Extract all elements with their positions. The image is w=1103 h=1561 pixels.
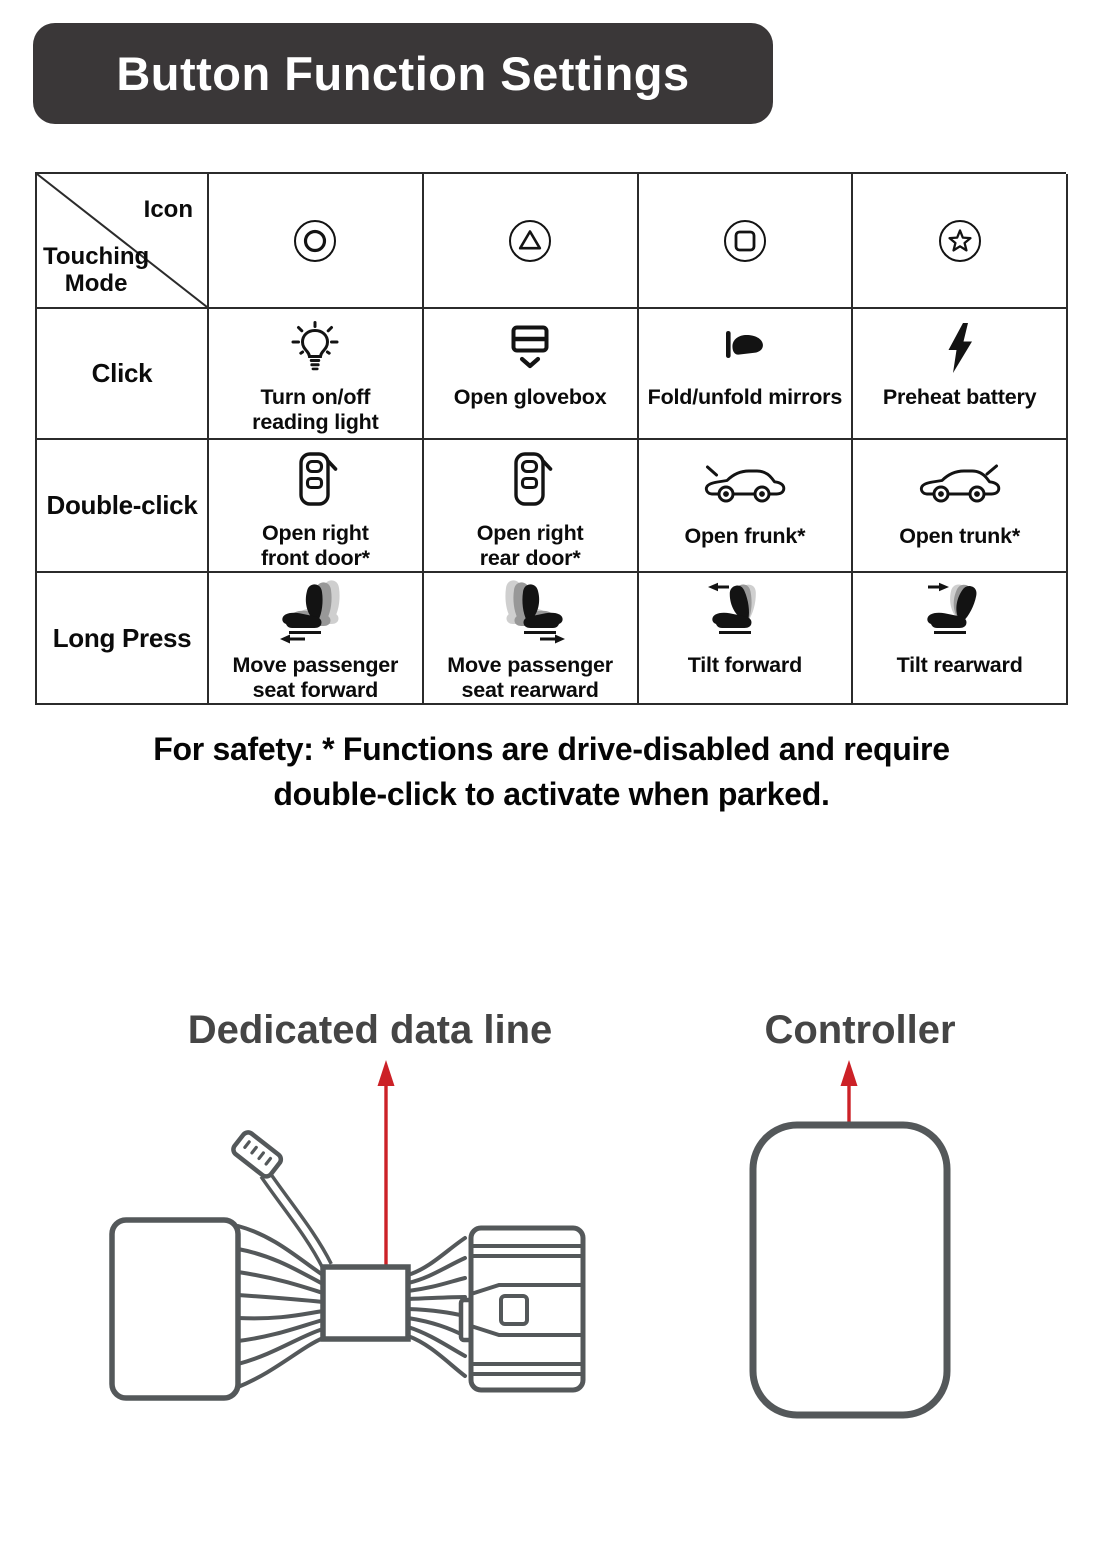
controller-label: Controller xyxy=(764,1008,956,1052)
seat-tilt-rearward-icon xyxy=(922,577,998,647)
reading-light-icon xyxy=(283,317,347,379)
cell-label: Open right rear door* xyxy=(476,521,584,571)
row-mode-double-click: Double-click xyxy=(37,440,209,573)
table-cell: Open right rear door* xyxy=(423,440,639,573)
seat-move-rearward-icon xyxy=(492,577,568,647)
cell-label: Move passenger seat forward xyxy=(232,653,399,702)
data-line-arrow xyxy=(377,1060,395,1268)
title-banner: Button Function Settings xyxy=(33,23,773,124)
star-button-icon xyxy=(938,219,981,262)
car-door-icon xyxy=(286,444,344,515)
safety-note: For safety: * Functions are drive-disabl… xyxy=(153,731,950,813)
glovebox-icon xyxy=(502,317,558,379)
cell-label: Turn on/off reading light xyxy=(252,385,379,434)
table-cell: Open right front door* xyxy=(209,440,424,573)
column-header xyxy=(853,174,1068,309)
table-cell: Open trunk* xyxy=(853,440,1068,573)
page-title: Button Function Settings xyxy=(116,47,690,100)
row-mode-long-press: Long Press xyxy=(37,573,209,705)
column-header xyxy=(423,174,639,309)
cell-label: Move passenger seat rearward xyxy=(447,653,613,702)
table-cell: Fold/unfold mirrors xyxy=(638,309,854,440)
cell-label: Open glovebox xyxy=(453,385,607,409)
column-header xyxy=(638,174,854,309)
circle-button-icon xyxy=(294,219,337,262)
corner-cell: Icon Touching Mode xyxy=(37,174,209,309)
table-cell: Turn on/off reading light xyxy=(209,309,424,440)
column-header xyxy=(209,174,424,309)
cell-label: Open frunk* xyxy=(684,524,806,548)
table-cell: Tilt rearward xyxy=(853,573,1068,705)
row-mode-click: Click xyxy=(37,309,209,440)
data-line-label: Dedicated data line xyxy=(187,1008,553,1052)
controller-drawing xyxy=(749,1121,951,1419)
corner-mode-label: Touching Mode xyxy=(43,243,150,297)
table-cell: Open frunk* xyxy=(638,440,854,573)
diagonal-divider xyxy=(37,174,207,307)
table-cell: Preheat battery xyxy=(853,309,1068,440)
table-cell: Move passenger seat rearward xyxy=(423,573,639,705)
car-door-icon xyxy=(501,444,559,515)
seat-move-forward-icon xyxy=(277,577,353,647)
cell-label: Open right front door* xyxy=(260,521,370,571)
square-button-icon xyxy=(723,219,766,262)
cell-label: Tilt rearward xyxy=(896,653,1023,677)
data-line-harness-drawing xyxy=(109,1130,586,1401)
corner-icon-label: Icon xyxy=(143,196,193,223)
seat-tilt-forward-icon xyxy=(707,577,783,647)
lightning-icon xyxy=(942,317,978,379)
controller-arrow xyxy=(840,1060,858,1128)
table-cell: Tilt forward xyxy=(638,573,854,705)
cell-label: Tilt forward xyxy=(687,653,802,677)
table-cell: Move passenger seat forward xyxy=(209,573,424,705)
table-cell: Open glovebox xyxy=(423,309,639,440)
car-frunk-icon xyxy=(702,444,788,518)
cell-label: Preheat battery xyxy=(882,385,1037,409)
cell-label: Fold/unfold mirrors xyxy=(647,385,843,409)
side-mirror-icon xyxy=(713,317,777,379)
triangle-button-icon xyxy=(509,219,552,262)
button-function-table: Icon Touching Mode xyxy=(35,172,1068,705)
cell-label: Open trunk* xyxy=(899,524,1021,548)
car-trunk-icon xyxy=(917,444,1003,518)
